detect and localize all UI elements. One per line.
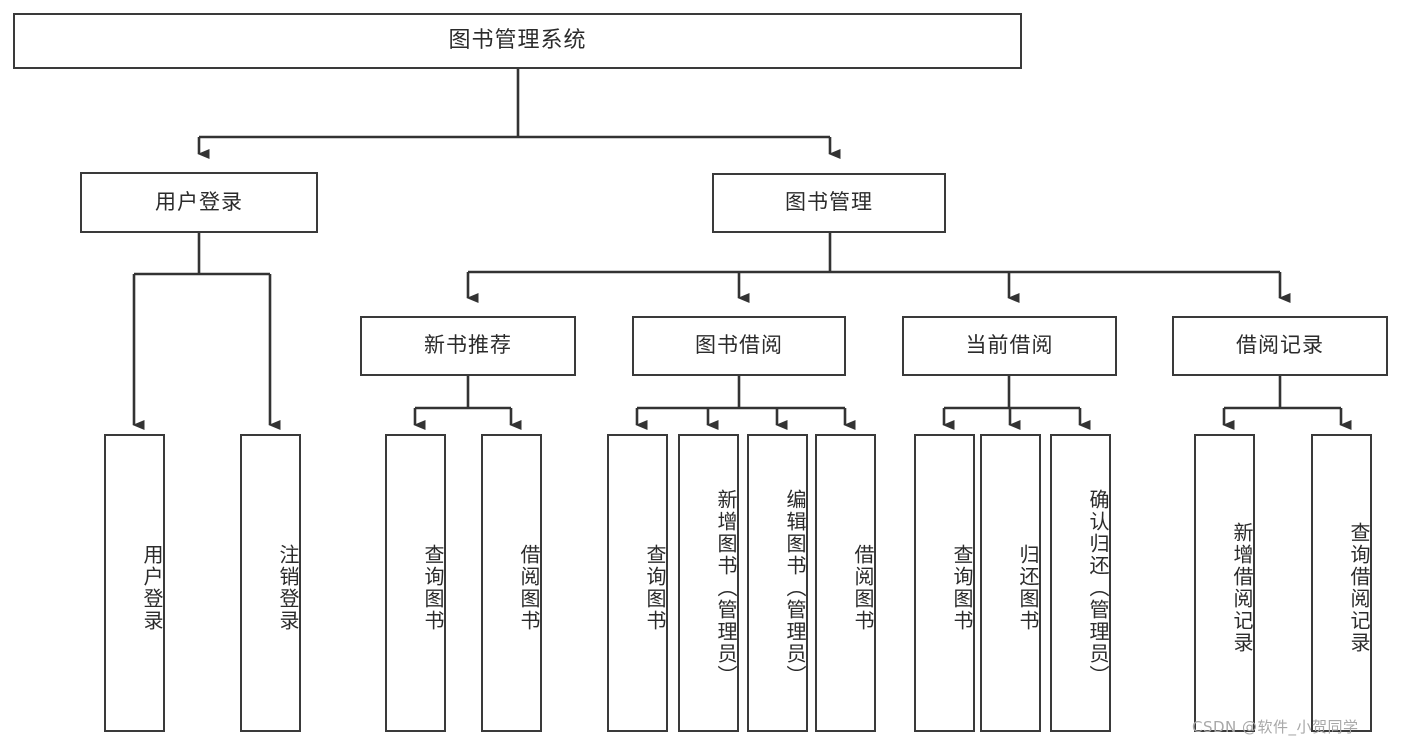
- node-leaf-add-record-label: 新增借阅记录: [1230, 522, 1254, 654]
- node-book-manage-label: 图书管理: [785, 190, 873, 215]
- node-leaf-borrow-book-b[interactable]: 借阅图书: [815, 434, 876, 732]
- node-book-borrow[interactable]: 图书借阅: [632, 316, 846, 376]
- node-leaf-confirm-return-label: 确认归还（管理员）: [1086, 489, 1110, 687]
- node-book-borrow-label: 图书借阅: [695, 333, 783, 358]
- node-leaf-return-book[interactable]: 归还图书: [980, 434, 1041, 732]
- node-user-login-label: 用户登录: [155, 189, 243, 214]
- node-leaf-edit-book[interactable]: 编辑图书（管理员）: [747, 434, 808, 732]
- node-new-book-recommend-label: 新书推荐: [424, 333, 512, 358]
- node-leaf-query-book-a-label: 查询图书: [421, 544, 445, 632]
- node-leaf-borrow-book-b-label: 借阅图书: [851, 544, 875, 632]
- node-leaf-return-book-label: 归还图书: [1016, 544, 1040, 632]
- node-leaf-query-book-a[interactable]: 查询图书: [385, 434, 446, 732]
- node-leaf-user-login[interactable]: 用户登录: [104, 434, 165, 732]
- node-new-book-recommend[interactable]: 新书推荐: [360, 316, 576, 376]
- node-leaf-add-record[interactable]: 新增借阅记录: [1194, 434, 1255, 732]
- node-user-login[interactable]: 用户登录: [80, 172, 318, 233]
- node-leaf-logout[interactable]: 注销登录: [240, 434, 301, 732]
- node-leaf-borrow-book-a-label: 借阅图书: [517, 544, 541, 632]
- node-leaf-query-book-b-label: 查询图书: [643, 544, 667, 632]
- node-current-borrow-label: 当前借阅: [965, 333, 1054, 358]
- node-leaf-edit-book-label: 编辑图书（管理员）: [783, 489, 807, 687]
- csdn-watermark: CSDN @软件_小贺同学: [1192, 718, 1359, 736]
- node-leaf-confirm-return[interactable]: 确认归还（管理员）: [1050, 434, 1111, 732]
- node-book-manage[interactable]: 图书管理: [712, 173, 946, 233]
- node-leaf-logout-label: 注销登录: [276, 544, 300, 632]
- node-root[interactable]: 图书管理系统: [13, 13, 1022, 69]
- node-leaf-query-book-c[interactable]: 查询图书: [914, 434, 975, 732]
- node-current-borrow[interactable]: 当前借阅: [902, 316, 1117, 376]
- node-leaf-add-book-label: 新增图书（管理员）: [714, 489, 738, 687]
- node-borrow-record[interactable]: 借阅记录: [1172, 316, 1388, 376]
- node-borrow-record-label: 借阅记录: [1236, 333, 1324, 358]
- node-leaf-user-login-label: 用户登录: [140, 544, 164, 632]
- node-leaf-borrow-book-a[interactable]: 借阅图书: [481, 434, 542, 732]
- node-leaf-query-book-c-label: 查询图书: [950, 544, 974, 632]
- node-leaf-query-book-b[interactable]: 查询图书: [607, 434, 668, 732]
- node-root-label: 图书管理系统: [448, 27, 587, 53]
- node-leaf-query-record-label: 查询借阅记录: [1347, 522, 1371, 654]
- node-leaf-query-record[interactable]: 查询借阅记录: [1311, 434, 1372, 732]
- node-leaf-add-book[interactable]: 新增图书（管理员）: [678, 434, 739, 732]
